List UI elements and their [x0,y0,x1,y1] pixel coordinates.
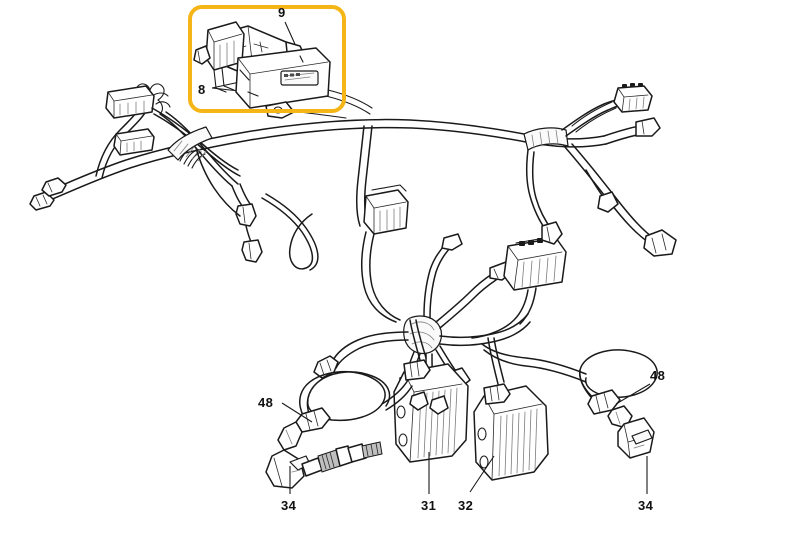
callout-label-32: 32 [458,498,474,513]
callout-label-8: 8 [198,82,206,97]
callout-label-34-right: 34 [638,498,654,513]
callout-label-48-left: 48 [258,395,274,410]
callout-label-31: 31 [421,498,437,513]
callout-label-34-left: 34 [281,498,297,513]
callout-label-9: 9 [278,5,286,20]
callout-label-48-right: 48 [650,368,666,383]
